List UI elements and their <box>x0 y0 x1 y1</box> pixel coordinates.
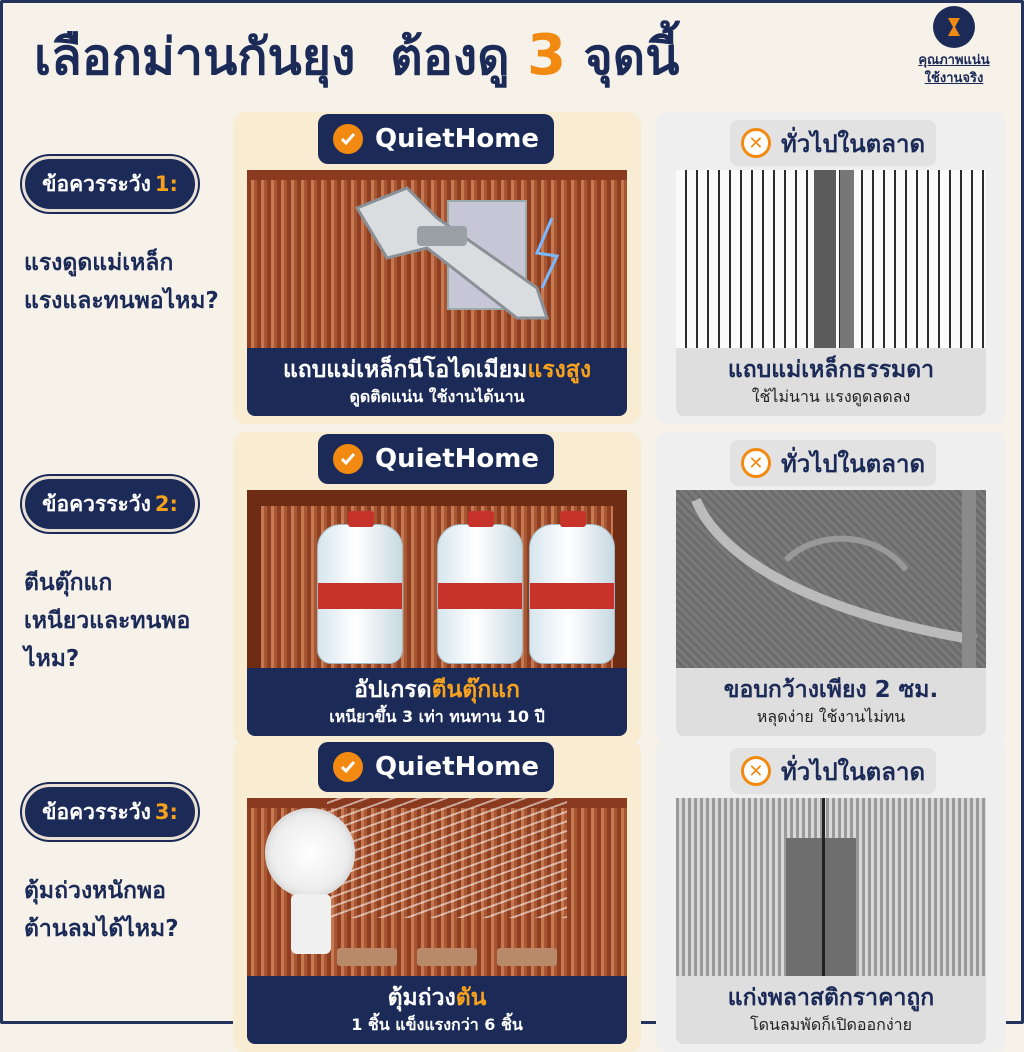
question-line-2: ต้านลมได้ไหม? <box>24 916 179 942</box>
question-line-2: เหนียวและทนพอไหม? <box>24 608 191 672</box>
cheap-weights-image <box>676 798 986 978</box>
brand-name: QuietHome <box>375 752 539 782</box>
caption-sub: หลุดง่าย ใช้งานไม่ทน <box>756 707 906 726</box>
tip-label: ข้อควรระวัง <box>42 171 151 196</box>
x-circle-icon: ✕ <box>740 128 771 158</box>
caption-highlight: ตีนตุ๊กแก <box>431 677 520 703</box>
question: ตุ้มถ่วงหนักพอ ต้านลมได้ไหม? <box>24 872 234 948</box>
market-tab: ✕ ทั่วไปในตลาด <box>730 120 936 166</box>
market-caption: แถบแม่เหล็กธรรมดา ใช้ไม่นาน แรงดูดลดลง <box>676 348 986 416</box>
badge-line-1: คุณภาพแน่น <box>918 53 990 68</box>
quiethome-caption: อัปเกรดตีนตุ๊กแก เหนียวขึ้น 3 เท่า ทนทาน… <box>247 668 627 736</box>
x-circle-icon: ✕ <box>740 448 771 478</box>
water-bottle <box>317 511 403 664</box>
market-card: แก่งพลาสติกราคาถูก โดนลมพัดก็เปิดออกง่าย… <box>656 740 1006 1052</box>
market-card: ขอบกว้างเพียง 2 ซม. หลุดง่าย ใช้งานไม่ทน… <box>656 432 1006 744</box>
caption-highlight: ตัน <box>455 985 487 1011</box>
market-caption: แก่งพลาสติกราคาถูก โดนลมพัดก็เปิดออกง่าย <box>676 976 986 1044</box>
caption-sub: ใช้ไม่นาน แรงดูดลดลง <box>751 387 911 406</box>
question-line-2: แรงและทนพอไหม? <box>24 288 219 314</box>
quiethome-caption: แถบแม่เหล็กนีโอไดเมียมแรงสูง ดูดติดแน่น … <box>247 348 627 416</box>
question-line-1: ตุ้มถ่วงหนักพอ <box>24 878 166 904</box>
caption-main: แถบแม่เหล็กธรรมดา <box>727 357 935 383</box>
caption-main: ตุ้มถ่วงตัน <box>247 982 627 1014</box>
quiethome-card: ตุ้มถ่วงตัน 1 ชิ้น แข็งแรงกว่า 6 ชิ้น Qu… <box>233 740 641 1052</box>
brand-name: QuietHome <box>375 124 539 154</box>
check-circle-icon <box>333 124 364 154</box>
water-bottle <box>529 511 615 664</box>
question: แรงดูดแม่เหล็ก แรงและทนพอไหม? <box>24 244 234 320</box>
market-caption: ขอบกว้างเพียง 2 ซม. หลุดง่าย ใช้งานไม่ทน <box>676 668 986 736</box>
caption-main-text: แถบแม่เหล็กนีโอไดเมียม <box>282 357 528 383</box>
quality-badge: คุณภาพแน่น ใช้งานจริง <box>904 6 1004 88</box>
question-line-1: ตีนตุ๊กแก <box>24 570 113 596</box>
brand-tab: QuietHome <box>318 114 554 164</box>
question-line-1: แรงดูดแม่เหล็ก <box>24 250 174 276</box>
caption-sub: โดนลมพัดก็เปิดออกง่าย <box>750 1015 912 1034</box>
market-card: แถบแม่เหล็กธรรมดา ใช้ไม่นาน แรงดูดลดลง ✕… <box>656 112 1006 424</box>
ordinary-magnet-image <box>676 170 986 350</box>
caption-sub: 1 ชิ้น แข็งแรงกว่า 6 ชิ้น <box>351 1015 523 1034</box>
quiethome-card: แถบแม่เหล็กนีโอไดเมียมแรงสูง ดูดติดแน่น … <box>233 112 641 424</box>
tip-number: 1: <box>154 172 178 196</box>
check-circle-icon <box>333 752 364 782</box>
x-circle-icon: ✕ <box>740 756 771 786</box>
badge-line-2: ใช้งานจริง <box>924 71 984 86</box>
caption-sub: ดูดติดแน่น ใช้งานได้นาน <box>349 387 525 406</box>
tip-label: ข้อควรระวัง <box>42 799 151 824</box>
fan-icon <box>265 808 355 898</box>
caption-main: อัปเกรดตีนตุ๊กแก <box>247 674 627 706</box>
hourglass-icon <box>933 6 975 48</box>
brand-name: QuietHome <box>375 444 539 474</box>
tip-label: ข้อควรระวัง <box>42 491 151 516</box>
title-number: 3 <box>527 23 567 88</box>
market-label: ทั่วไปในตลาด <box>780 449 926 478</box>
wrench-icon <box>354 186 560 320</box>
magnet-strip-image <box>247 170 627 350</box>
tip-number: 3: <box>154 800 178 824</box>
caption-main: แก่งพลาสติกราคาถูก <box>727 985 935 1011</box>
tip-number: 2: <box>154 492 178 516</box>
fan-wind-image <box>247 798 627 978</box>
caption-sub: เหนียวขึ้น 3 เท่า ทนทาน 10 ปี <box>329 707 545 726</box>
market-label: ทั่วไปในตลาด <box>780 129 926 158</box>
page-title: เลือกม่านกันยุง ต้องดู 3 จุดนี้ <box>34 18 679 97</box>
check-circle-icon <box>333 444 364 474</box>
caption-main: แถบแม่เหล็กนีโอไดเมียมแรงสูง <box>247 354 627 386</box>
market-label: ทั่วไปในตลาด <box>780 757 926 786</box>
narrow-velcro-image <box>676 490 986 670</box>
title-part-b: ต้องดู <box>390 28 510 86</box>
caption-highlight: แรงสูง <box>527 357 592 383</box>
question: ตีนตุ๊กแก เหนียวและทนพอไหม? <box>24 564 234 678</box>
title-part-a: เลือกม่านกันยุง <box>34 28 356 86</box>
quiethome-card: อัปเกรดตีนตุ๊กแก เหนียวขึ้น 3 เท่า ทนทาน… <box>233 432 641 744</box>
brand-tab: QuietHome <box>318 434 554 484</box>
caption-main-text: ตุ้มถ่วง <box>387 985 456 1011</box>
caption-main-text: อัปเกรด <box>354 677 432 703</box>
market-tab: ✕ ทั่วไปในตลาด <box>730 748 936 794</box>
bottles-hanging-image <box>247 490 627 670</box>
quiethome-caption: ตุ้มถ่วงตัน 1 ชิ้น แข็งแรงกว่า 6 ชิ้น <box>247 976 627 1044</box>
caption-main: ขอบกว้างเพียง 2 ซม. <box>723 677 939 703</box>
title-part-c: จุดนี้ <box>583 28 680 86</box>
brand-tab: QuietHome <box>318 742 554 792</box>
water-bottle <box>437 511 523 664</box>
market-tab: ✕ ทั่วไปในตลาด <box>730 440 936 486</box>
